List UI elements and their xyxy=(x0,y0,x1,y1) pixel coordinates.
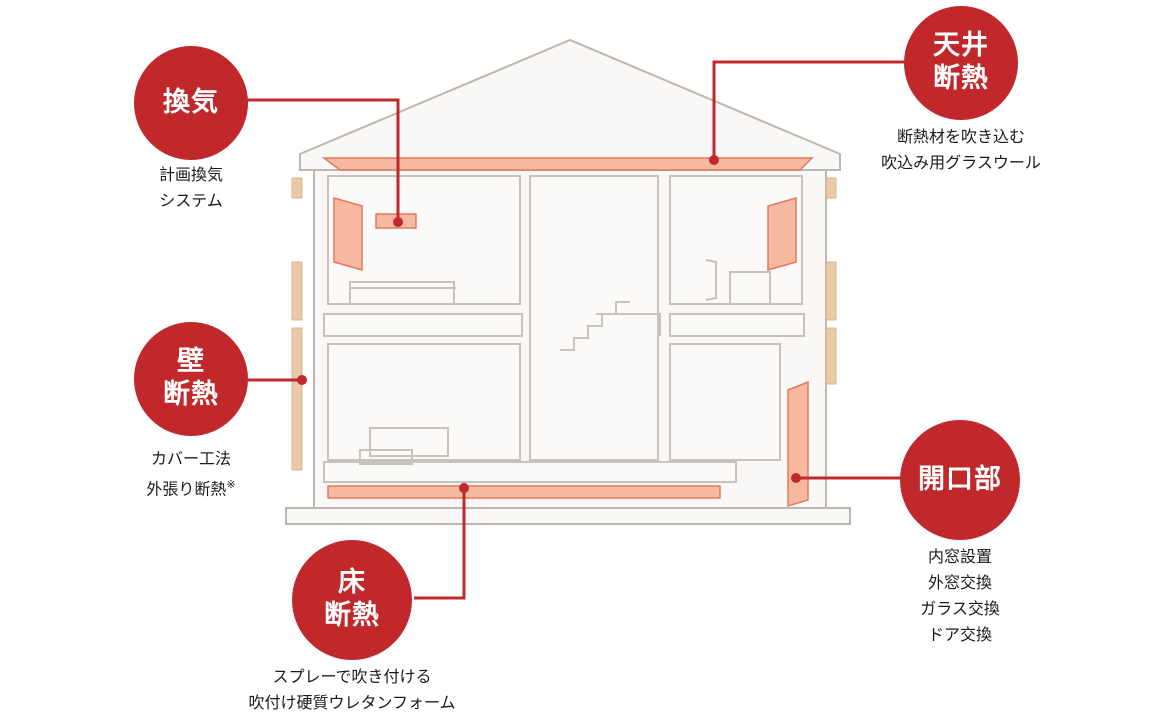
ceiling-description: 断熱材を吹き込む 吹込み用グラスウール xyxy=(856,124,1066,176)
ceiling-connector xyxy=(712,60,912,160)
wall-label-line-1: 壁 xyxy=(177,346,205,378)
stair-platform xyxy=(596,313,661,336)
bed xyxy=(349,281,455,305)
exterior-wall-insulation-left-2 xyxy=(291,327,303,471)
foundation xyxy=(285,507,851,525)
stair-hall xyxy=(529,175,659,461)
opening-badge: 開口部 xyxy=(900,420,1020,540)
ventilation-label: 換気 xyxy=(163,86,219,118)
floor-dot xyxy=(459,483,469,493)
ventilation-connector xyxy=(246,98,400,222)
wall-insulation-upper-right xyxy=(767,197,797,271)
floor-desc-line-1: スプレーで吹き付ける xyxy=(272,667,432,686)
opening-dot xyxy=(791,473,801,483)
room-lower-left xyxy=(327,343,521,461)
sofa xyxy=(369,427,449,457)
chair xyxy=(705,259,717,301)
wall-desc-line-2-text: 外張り断熱 xyxy=(146,479,227,499)
ventilation-description: 計画換気 システム xyxy=(121,162,261,214)
ceiling-desc-line-1: 断熱材を吹き込む xyxy=(896,127,1025,146)
floor-slab-right xyxy=(669,313,805,337)
opening-desc-line-1: 内窓設置 xyxy=(927,547,992,566)
wall-dot xyxy=(297,375,307,385)
exterior-wall-insulation-left-1 xyxy=(291,261,303,321)
table xyxy=(359,449,413,465)
floor-connector xyxy=(414,488,466,600)
exterior-wall-insulation-right-2 xyxy=(825,327,837,385)
floor-insulation xyxy=(327,485,721,499)
ceiling-label-line-2: 断熱 xyxy=(933,63,989,94)
exterior-wall-insulation-right-top xyxy=(825,177,837,199)
floor-label-line-1: 床 xyxy=(338,567,366,599)
floor-slab-left xyxy=(323,313,523,337)
floor-description: スプレーで吹き付ける 吹付け硬質ウレタンフォーム xyxy=(222,664,482,716)
ceiling-label-line-1: 天井 xyxy=(933,30,989,62)
floor-label-line-2: 断熱 xyxy=(324,600,380,631)
opening-desc-line-2: 外窓交換 xyxy=(927,573,992,592)
ceiling-dot xyxy=(709,155,719,165)
ceiling-desc-line-2: 吹込み用グラスウール xyxy=(881,153,1041,172)
ceiling-insulation xyxy=(321,157,814,171)
ground-floor-slab xyxy=(323,461,737,483)
floor-badge: 床 断熱 xyxy=(292,540,412,660)
ventilation-desc-line-1: 計画換気 xyxy=(158,165,223,184)
exterior-wall-insulation-right-1 xyxy=(825,261,837,321)
wall-desc-line-1: カバー工法 xyxy=(150,449,231,468)
opening-desc-line-4: ドア交換 xyxy=(927,625,992,644)
ventilation-badge: 換気 xyxy=(134,46,248,160)
roof xyxy=(299,38,841,171)
desk xyxy=(729,271,771,305)
footnote-mark: ※ xyxy=(226,478,236,491)
ventilation-dot xyxy=(393,217,403,227)
opening-description: 内窓設置 外窓交換 ガラス交換 ドア交換 xyxy=(890,544,1030,648)
room-lower-right xyxy=(669,343,781,461)
wall-label-line-2: 断熱 xyxy=(163,379,219,410)
ceiling-badge: 天井 断熱 xyxy=(904,6,1018,120)
opening-desc-line-3: ガラス交換 xyxy=(920,599,1000,618)
opening-label: 開口部 xyxy=(918,463,1002,495)
ventilation-desc-line-2: システム xyxy=(159,191,223,210)
wall-desc-line-2: 外張り断熱※ xyxy=(116,472,266,502)
wall-badge: 壁 断熱 xyxy=(134,322,248,436)
wall-description: カバー工法 外張り断熱※ xyxy=(116,446,266,502)
exterior-wall-insulation-left-top xyxy=(291,177,303,199)
staircase xyxy=(560,301,630,351)
wall-insulation-upper-left xyxy=(333,197,363,271)
floor-desc-line-2: 吹付け硬質ウレタンフォーム xyxy=(248,693,456,712)
door-insulation xyxy=(787,380,809,508)
